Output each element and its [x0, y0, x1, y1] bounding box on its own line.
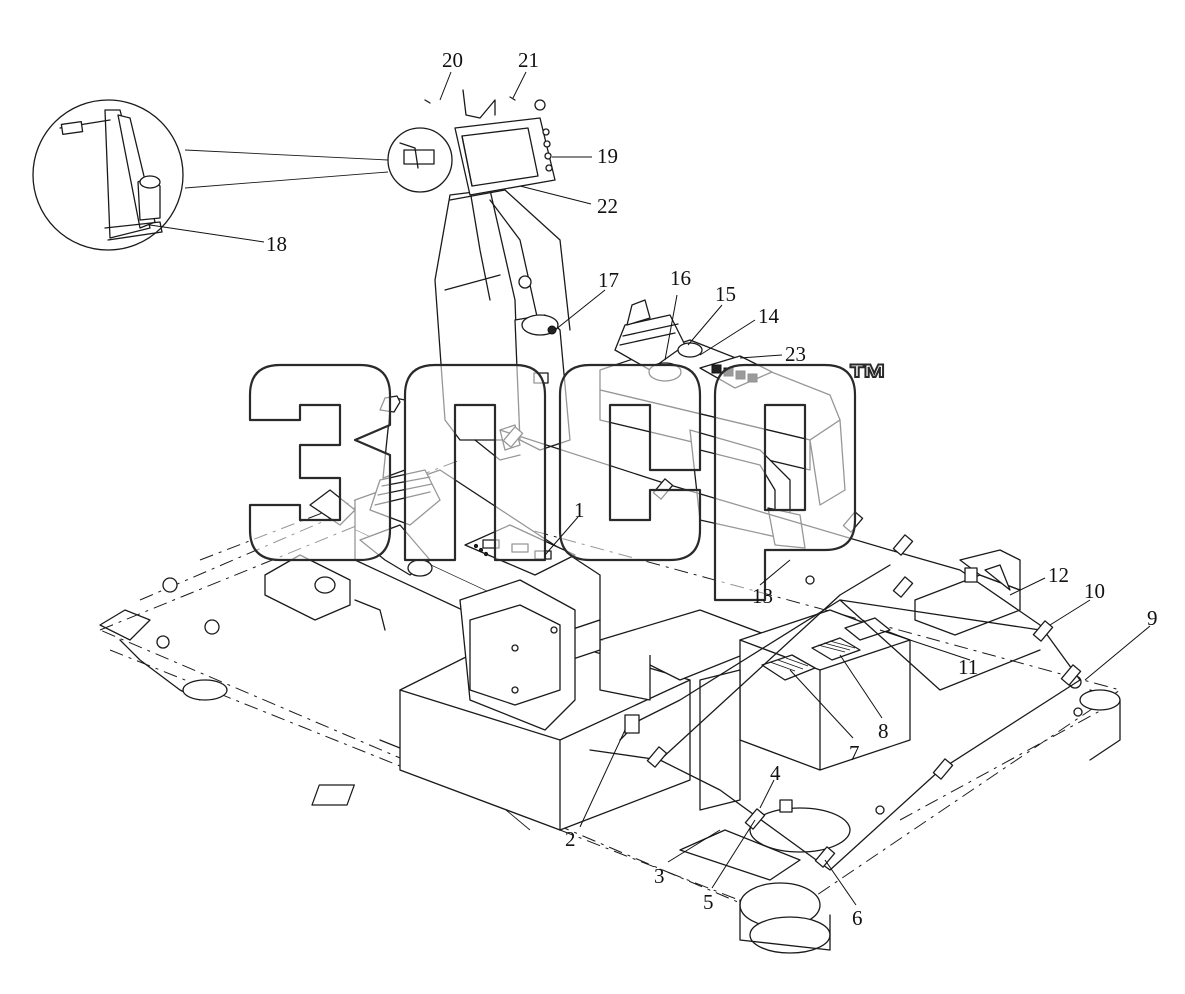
- label-18: 18: [266, 232, 287, 256]
- electric-box-area: [699, 549, 1021, 853]
- label-23: 23: [785, 342, 806, 366]
- label-12: 12: [1048, 563, 1069, 587]
- label-21: 21: [518, 48, 539, 72]
- label-19: 19: [597, 144, 618, 168]
- label-16: 16: [670, 266, 691, 290]
- label-13: 13: [752, 584, 773, 608]
- front-feet: [182, 679, 1121, 954]
- detail-inset: [32, 99, 453, 251]
- label-17: 17: [598, 268, 619, 292]
- monitor-display: [424, 89, 556, 196]
- label-14: 14: [758, 304, 780, 328]
- label-20: 20: [442, 48, 463, 72]
- label-5: 5: [703, 890, 714, 914]
- label-1: 1: [574, 498, 585, 522]
- part-labels: 1 2 3 4 5 6 7 8 9 10 11 12 13 14 15 16 1…: [266, 48, 1158, 930]
- watermark-logo: ™: [248, 356, 889, 602]
- label-4: 4: [770, 761, 781, 785]
- label-10: 10: [1084, 579, 1105, 603]
- watermark-trademark: ™: [848, 357, 888, 401]
- label-2: 2: [565, 827, 576, 851]
- label-11: 11: [958, 655, 978, 679]
- label-9: 9: [1147, 606, 1158, 630]
- label-6: 6: [852, 906, 863, 930]
- label-3: 3: [654, 864, 665, 888]
- label-22: 22: [597, 194, 618, 218]
- label-15: 15: [715, 282, 736, 306]
- leader-lines: [149, 71, 1151, 906]
- label-8: 8: [878, 719, 889, 743]
- label-7: 7: [849, 741, 860, 765]
